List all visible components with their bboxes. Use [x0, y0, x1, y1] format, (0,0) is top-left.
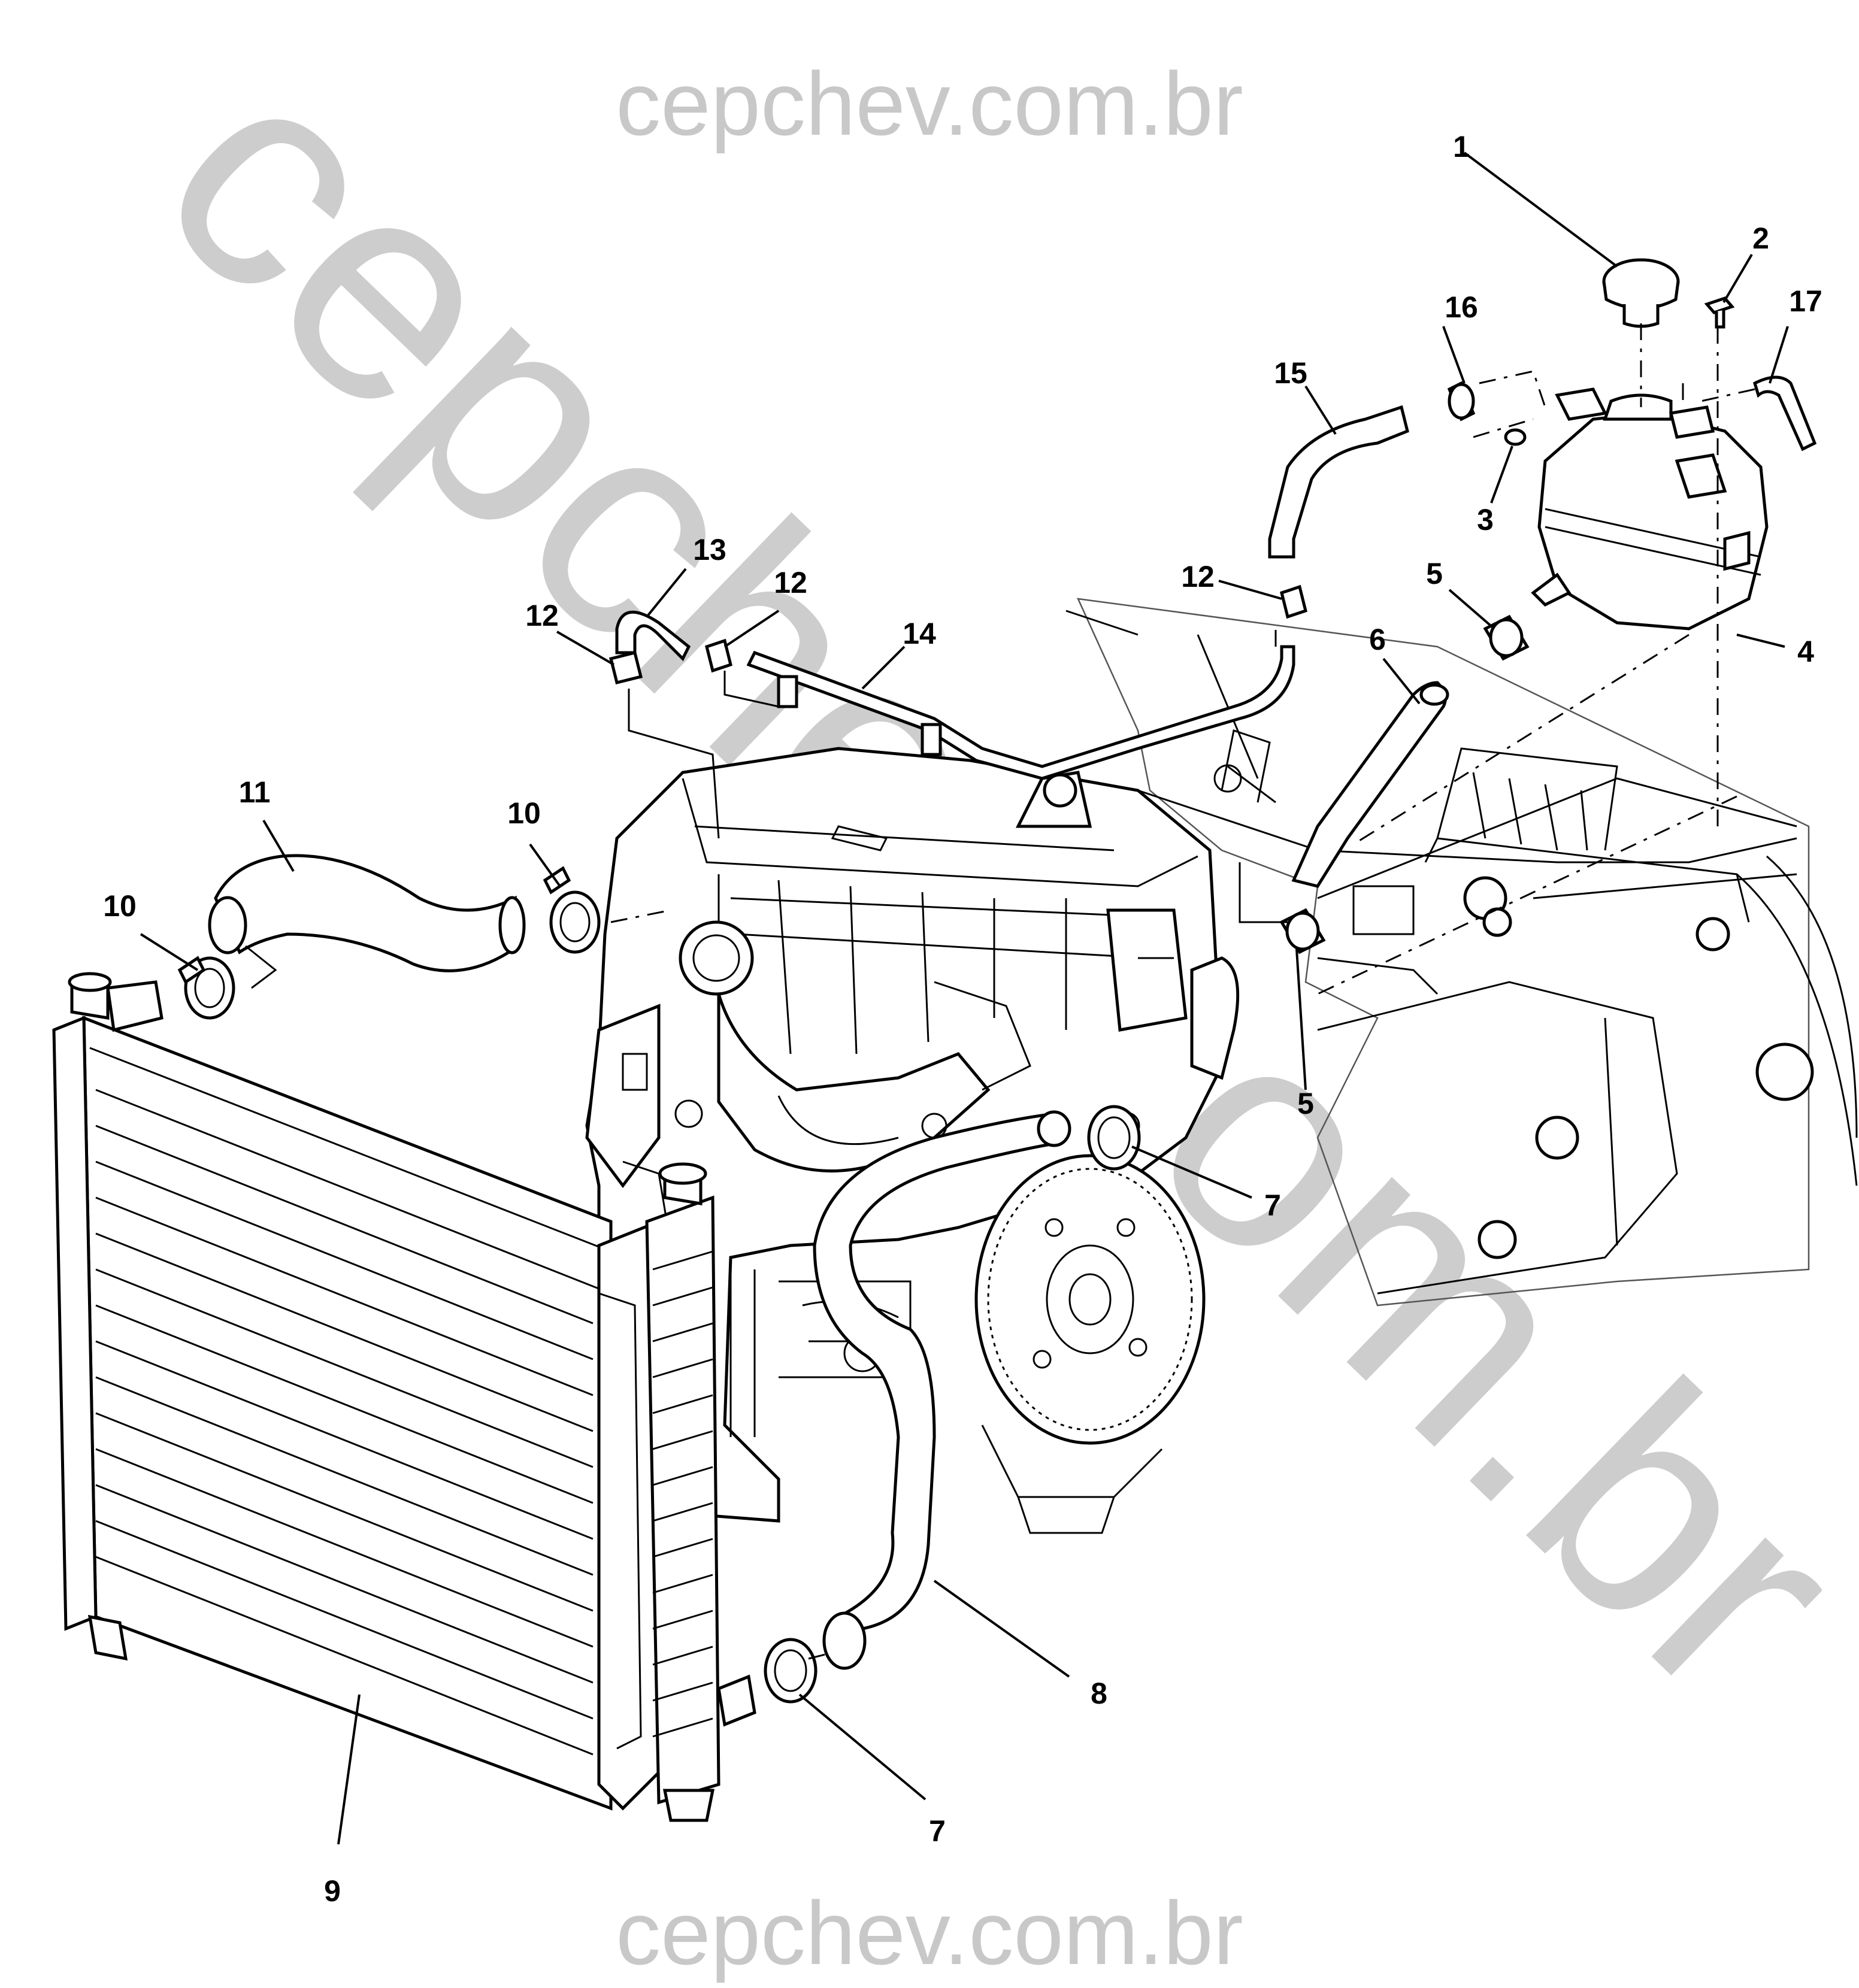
callout-7-lower: 7 — [929, 1814, 946, 1848]
callout-4: 4 — [1797, 635, 1814, 668]
callout-13: 13 — [693, 533, 726, 566]
callout-11: 11 — [239, 775, 271, 809]
vent-hose-upper — [1268, 405, 1409, 559]
clamp-5-upper — [1483, 614, 1530, 661]
clamp-16 — [1447, 381, 1476, 422]
callout-16: 16 — [1445, 290, 1478, 324]
flywheel — [974, 1154, 1206, 1534]
callout-12-middle: 12 — [774, 566, 807, 599]
callout-6: 6 — [1369, 623, 1386, 656]
pipe-clip-1 — [777, 675, 798, 708]
radiator — [52, 972, 756, 1822]
callout-14: 14 — [903, 617, 936, 650]
vehicle-body-structure — [1065, 598, 1858, 1307]
clamp-7-upper — [1087, 1105, 1141, 1171]
vent-pipe — [746, 645, 1295, 780]
clamp-10-right — [543, 866, 601, 954]
overflow-hose — [1753, 375, 1817, 451]
callout-17: 17 — [1789, 284, 1822, 318]
radiator-fins — [95, 1125, 594, 1756]
callout-5-upper: 5 — [1426, 557, 1443, 590]
callout-10-left: 10 — [103, 889, 137, 923]
clamp-7-lower — [764, 1638, 818, 1704]
callout-3: 3 — [1477, 503, 1494, 537]
clamp-12-middle — [705, 638, 732, 673]
callout-7-upper: 7 — [1264, 1189, 1281, 1222]
callout-12-left: 12 — [525, 599, 559, 632]
watermark-top: cepchev.com.br — [616, 53, 1243, 154]
watermark-bottom: cepchev.com.br — [616, 1883, 1243, 1983]
engine-assembly — [585, 747, 1240, 1523]
callout-5-lower: 5 — [1297, 1087, 1314, 1120]
callout-15: 15 — [1274, 356, 1307, 390]
surge-tank-cap — [1602, 258, 1680, 328]
pipe-clip-2 — [921, 723, 942, 756]
alignment-lines — [245, 323, 1755, 1660]
callouts: 1 2 3 4 5 5 6 7 7 8 9 10 10 11 12 12 12 — [103, 130, 1822, 1908]
bolt — [1704, 296, 1735, 329]
vent-hose-13 — [615, 610, 691, 662]
surge-tank — [1531, 387, 1769, 631]
clamp-10-left — [177, 956, 235, 1020]
callout-2: 2 — [1752, 222, 1769, 255]
clamp-12-right — [1280, 584, 1307, 619]
callout-8: 8 — [1091, 1677, 1107, 1710]
seal — [1504, 428, 1527, 446]
callout-12-right: 12 — [1181, 560, 1215, 593]
upper-radiator-hose — [214, 854, 517, 972]
callout-10-right: 10 — [507, 796, 541, 830]
callout-1: 1 — [1453, 130, 1470, 163]
callout-9: 9 — [324, 1874, 341, 1908]
clamp-5-lower — [1279, 908, 1326, 954]
clamp-12-left — [608, 650, 643, 685]
